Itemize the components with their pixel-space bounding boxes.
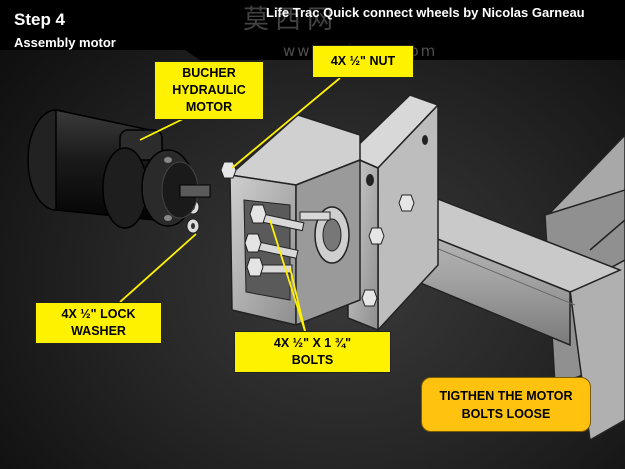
leader-nut bbox=[231, 77, 341, 169]
leader-washer bbox=[119, 233, 197, 303]
step-subtitle: Assembly motor bbox=[14, 35, 116, 50]
callout-line: 4X ½" LOCK bbox=[61, 307, 136, 321]
callout-line: HYDRAULIC bbox=[172, 83, 246, 97]
note-line: BOLTS LOOSE bbox=[461, 406, 551, 421]
header-band bbox=[0, 0, 625, 60]
step-title: Step 4 bbox=[14, 10, 66, 29]
bolts-group bbox=[244, 204, 331, 277]
callout-nut: 4X ½" NUT bbox=[312, 45, 414, 78]
leader-bolt-2 bbox=[289, 267, 306, 332]
document-title: Life Trac Quick connect wheels by Nicola… bbox=[266, 5, 585, 20]
callout-line: WASHER bbox=[71, 324, 126, 338]
motor-bracket bbox=[228, 114, 361, 327]
leader-lines bbox=[119, 77, 341, 332]
back-plate bbox=[346, 94, 440, 332]
instruction-note: TIGTHEN THE MOTOR BOLTS LOOSE bbox=[421, 377, 591, 432]
leader-bolt-1 bbox=[269, 219, 306, 332]
callout-line: BUCHER bbox=[182, 66, 236, 80]
callout-line: MOTOR bbox=[185, 100, 233, 114]
callout-lock-washer: 4X ½" LOCK WASHER bbox=[35, 302, 162, 344]
callout-line: 4X ½" NUT bbox=[330, 54, 396, 68]
note-line: TIGTHEN THE MOTOR bbox=[439, 388, 573, 403]
callout-hydraulic-motor: BUCHER HYDRAULIC MOTOR bbox=[154, 61, 264, 120]
nuts-group bbox=[220, 161, 415, 307]
callout-bolts: 4X ½" X 1 ¾" BOLTS bbox=[234, 331, 391, 373]
hydraulic-motor bbox=[27, 109, 211, 229]
callout-line: 4X ½" X 1 ¾" bbox=[273, 336, 352, 350]
callout-line: BOLTS bbox=[291, 353, 334, 367]
watermark-chinese: 莫西网 bbox=[243, 5, 340, 35]
leader-motor bbox=[139, 117, 186, 141]
